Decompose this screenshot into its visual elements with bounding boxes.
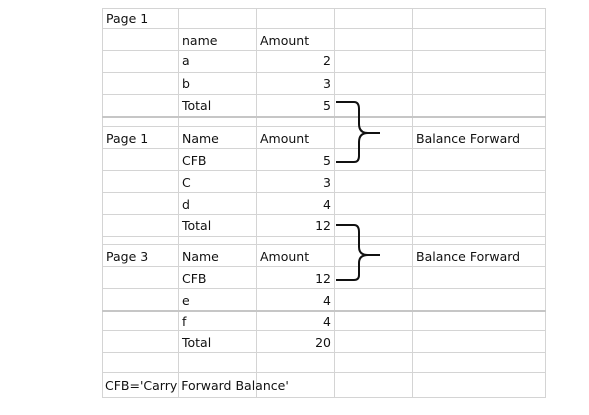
name-header[interactable]: name bbox=[182, 33, 218, 48]
grid-row-line bbox=[102, 310, 546, 312]
amount-header[interactable]: Amount bbox=[260, 249, 310, 264]
footnote[interactable]: CFB='Carry Forward Balance' bbox=[105, 378, 289, 393]
name-header[interactable]: Name bbox=[182, 131, 219, 146]
total-label[interactable]: Total bbox=[182, 98, 212, 113]
grid-row-line bbox=[102, 126, 546, 127]
grid-row-line bbox=[102, 352, 546, 353]
amount-header[interactable]: Amount bbox=[260, 33, 310, 48]
total-label[interactable]: Total bbox=[182, 218, 212, 233]
row-name[interactable]: f bbox=[182, 314, 187, 329]
grid-row-line bbox=[102, 148, 546, 149]
grid-row-line bbox=[102, 397, 546, 398]
total-label[interactable]: Total bbox=[182, 335, 212, 350]
row-name[interactable]: C bbox=[182, 175, 191, 190]
grid-row-line bbox=[102, 214, 546, 215]
row-name[interactable]: a bbox=[182, 53, 190, 68]
row-amount[interactable]: 4 bbox=[323, 197, 331, 212]
row-name[interactable]: d bbox=[182, 197, 190, 212]
row-amount[interactable]: 4 bbox=[323, 314, 331, 329]
grid-row-line bbox=[102, 170, 546, 171]
row-amount[interactable]: 4 bbox=[323, 293, 331, 308]
grid-column-line bbox=[545, 8, 546, 398]
grid-row-line bbox=[102, 266, 546, 267]
grid-row-line bbox=[102, 372, 546, 373]
grid-row-line bbox=[102, 116, 546, 118]
grid-row-line bbox=[102, 50, 546, 51]
grid-row-line bbox=[102, 288, 546, 289]
row-amount[interactable]: 3 bbox=[323, 76, 331, 91]
amount-header[interactable]: Amount bbox=[260, 131, 310, 146]
grid-row-line bbox=[102, 244, 546, 245]
page-label[interactable]: Page 1 bbox=[106, 11, 149, 26]
row-amount[interactable]: 3 bbox=[323, 175, 331, 190]
grid-row-line bbox=[102, 330, 546, 331]
grid-column-line bbox=[412, 8, 413, 398]
row-name[interactable]: e bbox=[182, 293, 190, 308]
row-name[interactable]: CFB bbox=[182, 271, 207, 286]
grid-row-line bbox=[102, 8, 546, 9]
annotation-label: Balance Forward bbox=[416, 249, 521, 264]
grid-row-line bbox=[102, 236, 546, 237]
grid-row-line bbox=[102, 28, 546, 29]
grid-column-line bbox=[102, 8, 103, 398]
page-label[interactable]: Page 1 bbox=[106, 131, 149, 146]
total-amount[interactable]: 20 bbox=[315, 335, 331, 350]
total-amount[interactable]: 5 bbox=[323, 98, 331, 113]
spreadsheet-grid: Page 1 name Amount a 2 b 3 Total 5 Page … bbox=[102, 8, 546, 398]
name-header[interactable]: Name bbox=[182, 249, 219, 264]
row-name[interactable]: b bbox=[182, 76, 190, 91]
grid-row-line bbox=[102, 94, 546, 95]
grid-row-line bbox=[102, 192, 546, 193]
grid-row-line bbox=[102, 72, 546, 73]
grid-column-line bbox=[334, 8, 335, 398]
row-amount[interactable]: 5 bbox=[323, 153, 331, 168]
row-name[interactable]: CFB bbox=[182, 153, 207, 168]
row-amount[interactable]: 2 bbox=[323, 53, 331, 68]
row-amount[interactable]: 12 bbox=[315, 271, 331, 286]
total-amount[interactable]: 12 bbox=[315, 218, 331, 233]
grid-column-line bbox=[178, 8, 179, 398]
page-label[interactable]: Page 3 bbox=[106, 249, 149, 264]
annotation-label: Balance Forward bbox=[416, 131, 521, 146]
grid-column-line bbox=[256, 8, 257, 398]
